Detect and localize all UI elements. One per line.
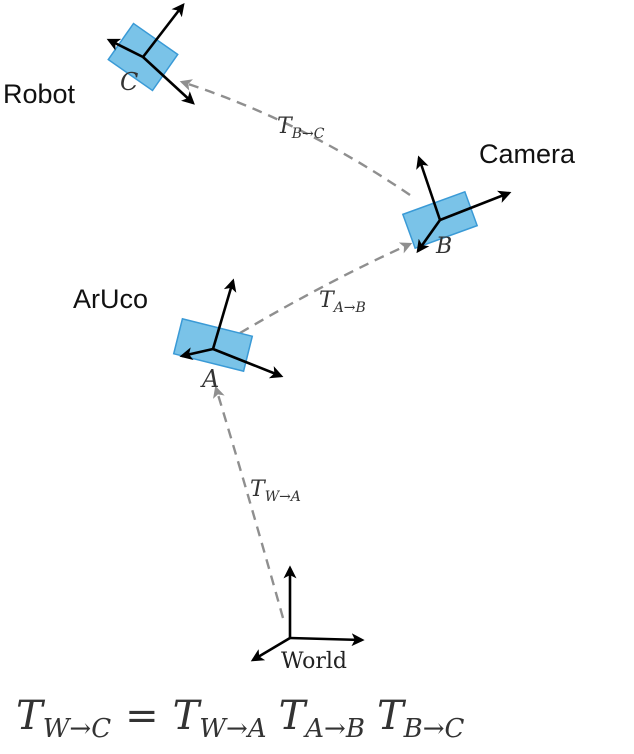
- frame-label-c: C: [120, 68, 138, 96]
- label-aruco: ArUco: [73, 284, 148, 314]
- aruco-axis-left: [179, 347, 214, 361]
- robot-axis-right: [142, 56, 195, 105]
- robot-axis-left: [106, 38, 144, 59]
- camera-frame-b: B: [401, 155, 512, 259]
- frame-label-a: A: [200, 365, 219, 393]
- aruco-frame-a: A: [172, 278, 284, 393]
- camera-axis-right: [439, 190, 512, 222]
- world-axis-right: [289, 633, 365, 647]
- arrow-b-to-c: [179, 79, 411, 196]
- transform-label-a-to-b: TA→B: [319, 288, 366, 316]
- transform-label-w-to-a: TW→A: [250, 477, 301, 505]
- robot-frame-c: C: [106, 2, 195, 105]
- label-camera: Camera: [479, 139, 576, 169]
- aruco-axis-up: [211, 278, 237, 350]
- world-frame: World: [250, 565, 365, 674]
- arrow-a-to-b: [239, 242, 413, 335]
- world-axis-left: [250, 636, 291, 662]
- label-world: World: [281, 649, 347, 674]
- camera-axis-down: [416, 219, 442, 254]
- robot-axis-up: [141, 2, 185, 58]
- aruco-axis-right: [212, 347, 284, 379]
- label-robot: Robot: [3, 79, 76, 109]
- frame-label-b: B: [435, 234, 452, 259]
- transform-label-b-to-c: TB→C: [277, 114, 325, 142]
- arrow-world-to-a: [213, 385, 285, 619]
- camera-axis-up: [416, 155, 442, 221]
